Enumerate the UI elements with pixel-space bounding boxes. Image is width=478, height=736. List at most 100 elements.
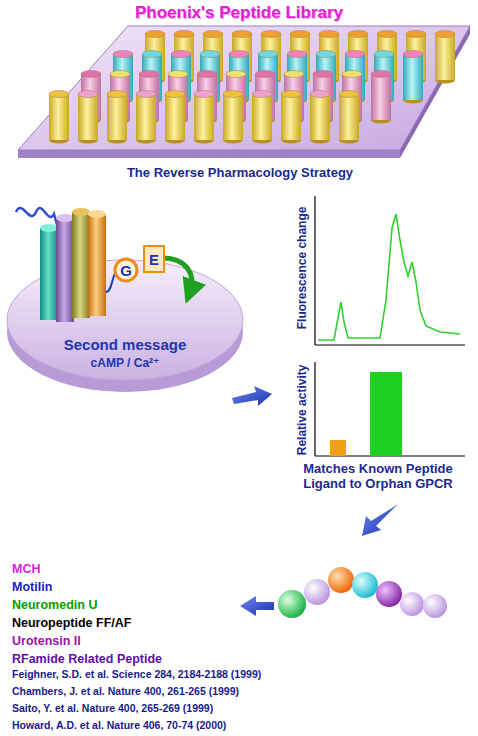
cylinder-top	[136, 91, 156, 98]
cylinder-body	[281, 94, 301, 140]
plate-top	[18, 26, 470, 150]
bead	[376, 581, 402, 607]
cylinder-body	[136, 94, 156, 140]
node-text: G	[120, 263, 132, 278]
cylinder	[435, 31, 455, 84]
cylinder-top	[316, 51, 336, 58]
cylinder	[339, 91, 359, 144]
cylinder-top	[142, 51, 162, 58]
result-caption: Matches Known Peptide Ligand to Orphan G…	[285, 462, 471, 492]
cylinder-body	[435, 34, 455, 80]
cylinder-top	[49, 91, 69, 98]
cylinder-top	[342, 71, 362, 78]
cylinder-top	[348, 31, 368, 38]
cylinder-top	[223, 91, 243, 98]
cylinder-body	[78, 94, 98, 140]
cylinder	[107, 91, 127, 144]
helix-cap	[88, 210, 106, 218]
cylinder	[78, 91, 98, 144]
activity-chart	[315, 362, 465, 456]
cylinder-top	[435, 31, 455, 38]
cylinder-array	[49, 31, 455, 144]
flow-arrow	[362, 504, 398, 536]
cylinder-top	[284, 71, 304, 78]
cylinder-top	[406, 31, 426, 38]
cylinder-top	[281, 91, 301, 98]
cylinder-top	[232, 31, 252, 38]
cylinder-top	[345, 51, 365, 58]
cylinder-top	[139, 71, 159, 78]
bead	[352, 572, 378, 598]
reference: Chambers, J. et al. Nature 400, 261-265 …	[12, 685, 239, 697]
plate-edge	[18, 150, 400, 158]
reference: Saito, Y. et al. Nature 400, 265-269 (19…	[12, 702, 213, 714]
reference: Feighner, S.D. et al. Science 284, 2184-…	[12, 668, 261, 680]
cylinder-top	[113, 51, 133, 58]
cylinder-top	[107, 91, 127, 98]
cylinder	[252, 91, 272, 144]
axis	[314, 196, 315, 345]
cylinder-top	[310, 91, 330, 98]
axis	[315, 344, 465, 345]
helix	[72, 212, 90, 318]
cylinder-top	[165, 91, 185, 98]
messenger-label: cAMP / Ca²⁺	[91, 357, 160, 371]
reference: Howard, A.D. et al. Nature 406, 70-74 (2…	[12, 719, 226, 731]
helix	[88, 214, 106, 316]
cylinder-body	[371, 74, 391, 120]
box-shape	[144, 246, 164, 272]
cylinder	[165, 91, 185, 144]
signal-arrow	[162, 258, 192, 292]
cylinder	[49, 91, 69, 144]
cylinder-top	[377, 31, 397, 38]
cylinder-top	[168, 71, 188, 78]
cylinder	[403, 51, 423, 104]
title: Phoenix's Peptide Library	[135, 3, 343, 23]
cylinder-top	[203, 31, 223, 38]
g-protein-circle: G	[113, 257, 139, 283]
receptor-helices	[40, 208, 106, 322]
bar	[330, 440, 346, 456]
cylinder-top	[261, 31, 281, 38]
helix	[56, 218, 74, 322]
flow-arrow	[240, 596, 274, 616]
cylinder-top	[229, 51, 249, 58]
bead	[328, 567, 354, 593]
effector-box: E	[143, 245, 165, 273]
cylinder-body	[252, 94, 272, 140]
cylinder-body	[194, 94, 214, 140]
cylinder	[281, 91, 301, 144]
axis	[314, 362, 315, 456]
cylinder-body	[310, 94, 330, 140]
cylinder-body	[223, 94, 243, 140]
bead	[278, 590, 306, 618]
cylinder-body	[49, 94, 69, 140]
cylinder-top	[371, 71, 391, 78]
cylinder-top	[81, 71, 101, 78]
node-text: E	[149, 252, 159, 267]
cylinder-body	[403, 54, 423, 100]
cylinder-body	[339, 94, 359, 140]
cylinder-top	[374, 51, 394, 58]
strategy-caption: The Reverse Pharmacology Strategy	[127, 166, 353, 181]
helix	[40, 228, 58, 320]
cylinder-top	[78, 91, 98, 98]
cylinder	[194, 91, 214, 144]
cylinder-top	[313, 71, 333, 78]
peptide-name: Neuromedin U	[12, 598, 97, 612]
cylinder-top	[319, 31, 339, 38]
cylinder-body	[107, 94, 127, 140]
flow-arrow	[232, 386, 272, 406]
cylinder-top	[226, 71, 246, 78]
helix-cap	[40, 224, 58, 232]
cylinder-top	[171, 51, 191, 58]
cylinder-top	[255, 71, 275, 78]
bead	[400, 592, 424, 616]
cylinder-top	[110, 71, 130, 78]
bead	[423, 594, 447, 618]
cylinder-top	[290, 31, 310, 38]
bar	[370, 372, 402, 456]
plate-side	[400, 26, 470, 158]
trace-line	[318, 214, 460, 340]
